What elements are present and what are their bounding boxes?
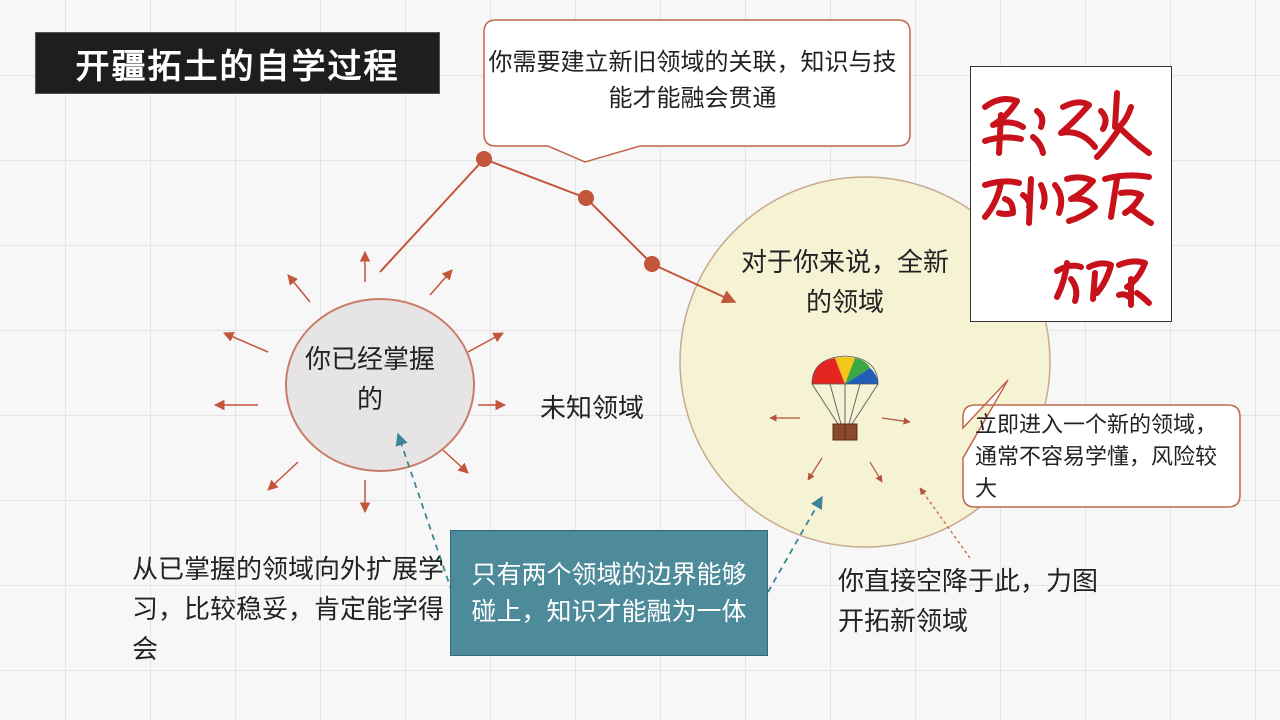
landing-arrows <box>769 414 911 483</box>
expansion-arrow-sw <box>267 461 299 491</box>
parachute-cords <box>811 383 879 425</box>
boundary-link-left <box>395 432 453 593</box>
canopy-blue <box>845 368 878 384</box>
landing-arrow-sw <box>807 457 823 481</box>
jump-path-line <box>379 157 653 273</box>
expansion-arrow-wnw <box>223 331 269 353</box>
right-callout-text: 立即进入一个新的领域，通常不容易学懂，风险较大 <box>975 413 1218 502</box>
new-domain-label: 对于你来说，全新的领域 <box>740 248 949 318</box>
page-title: 开疆拓土的自学过程 <box>35 32 440 94</box>
boundary-link-right <box>767 495 823 593</box>
expansion-arrow-ene <box>467 332 504 353</box>
canopy-green <box>845 358 870 384</box>
expansion-arrows <box>213 250 507 514</box>
expansion-arrow-ne <box>429 269 453 296</box>
jump-point-1 <box>476 151 492 167</box>
boundary-box: 只有两个领域的边界能够碰上，知识才能融为一体 <box>450 530 768 656</box>
expansion-arrow-se <box>442 449 469 474</box>
jump-path <box>379 151 737 304</box>
jump-point-3 <box>644 256 660 272</box>
canopy-yellow <box>835 357 855 384</box>
landing-arrow-e <box>881 417 911 425</box>
calligraphy-strokes <box>982 90 1154 308</box>
jump-point-2 <box>578 190 594 206</box>
expand-note: 从已掌握的领域向外扩展学习，比较稳妥，肯定能学得会 <box>132 555 445 665</box>
canopy-outline <box>811 355 879 385</box>
right-callout-bubble <box>962 379 1241 508</box>
jump-path-arrow <box>651 263 737 304</box>
unknown-domain-label: 未知领域 <box>540 394 645 424</box>
top-callout-bubble <box>483 19 911 163</box>
landing-arrow-se <box>869 461 883 483</box>
parachute-icon <box>811 355 879 441</box>
airdrop-pointer <box>919 487 971 559</box>
airdrop-note: 你直接空降于此，力图开拓新领域 <box>838 567 1099 637</box>
known-domain-label: 你已经掌握的 <box>304 345 435 415</box>
known-domain-circle <box>285 298 475 472</box>
top-callout-text: 你需要建立新旧领域的关联，知识与技能才能融会贯通 <box>488 48 897 112</box>
new-domain-circle <box>679 176 1051 548</box>
calligraphy-image <box>970 66 1172 322</box>
expansion-arrow-nw <box>287 274 311 303</box>
